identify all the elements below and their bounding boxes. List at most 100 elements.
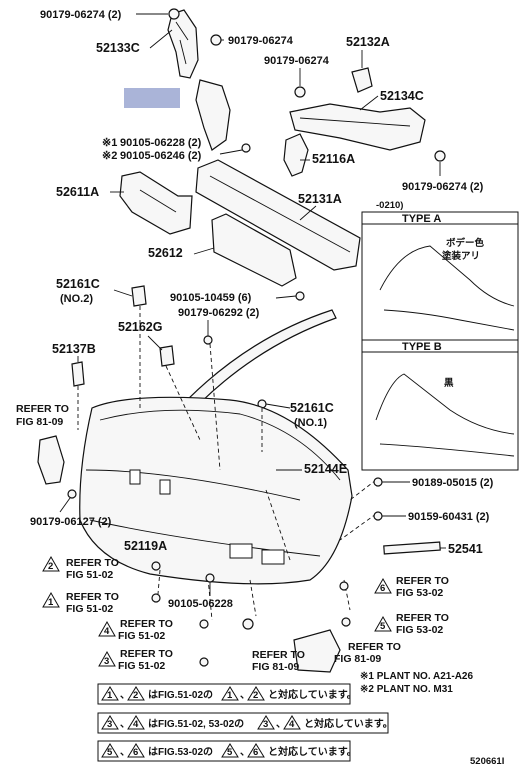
label-90179-06292-2: 90179-06292 (2) [178, 307, 260, 319]
footnote-row-1: 1 、 2 はFIG.51-02の 1 、 2 と対応しています。 [101, 686, 357, 701]
guide-lines [77, 306, 377, 621]
bumper-cover-52119a [79, 396, 353, 585]
bolt-ref-fig81 [242, 618, 254, 630]
fn2-sym-1: 3 [107, 719, 112, 730]
label-refer-to-4: REFER TO [120, 618, 173, 630]
absorber-52611a [119, 171, 193, 235]
retainer-52137b [71, 361, 85, 387]
fn3-sym-1: 5 [107, 747, 113, 758]
clip-ref-6 [339, 581, 349, 591]
symbol-number-2: 2 [48, 561, 53, 572]
fn2-tail: と対応しています。 [304, 717, 393, 730]
label-fig51-02-c: FIG 51-02 [118, 630, 165, 642]
clip-ref-2 [151, 561, 161, 571]
bracket-lower [195, 79, 231, 151]
label-52133c: 52133C [96, 41, 140, 55]
label-fig51-02-a: FIG 51-02 [66, 569, 113, 581]
label-fig81-09-left: FIG 81-09 [16, 416, 63, 428]
label-refer-to-right: REFER TO [348, 641, 401, 653]
label-52161c-no2-sub: (NO.2) [60, 293, 93, 305]
label-90179-06274-b: 90179-06274 [264, 55, 330, 67]
symbol-triangle-1 [42, 591, 60, 608]
symbol-number-6: 6 [380, 583, 385, 594]
label-fig81-09-mid: FIG 81-09 [252, 661, 299, 673]
label-90179-06274-a: 90179-06274 [228, 35, 294, 47]
fn1-tail: と対応しています。 [268, 688, 357, 701]
screw-ref-1 [151, 593, 161, 603]
label-52612: 52612 [148, 246, 183, 260]
inset-panel [361, 211, 519, 471]
label-fig51-02-b: FIG 51-02 [66, 603, 113, 615]
label-90189-05015-2: 90189-05015 (2) [412, 477, 494, 489]
highlight-box [124, 88, 180, 108]
label-52134c: 52134C [380, 89, 424, 103]
fn2-sym-2: 4 [133, 719, 139, 730]
ref-block-3-left: 3 REFER TO FIG 51-02 [98, 648, 173, 672]
symbol-triangle-2 [42, 555, 60, 572]
fn1-sym-4: 2 [253, 690, 258, 701]
inset-code: -0210) [376, 200, 403, 211]
reflector-52541 [383, 541, 441, 555]
label-52161c-no2: 52161C [56, 277, 100, 291]
label-52161c-no1: 52161C [290, 401, 334, 415]
plant-note-1: ※1 PLANT NO. A21-A26 [360, 671, 473, 682]
label-fig81-09-right: FIG 81-09 [334, 653, 381, 665]
label-52116a: 52116A [312, 152, 355, 166]
footnote-row-2: 3 、 4 はFIG.51-02, 53-02の 3 、 4 と対応しています。 [101, 715, 393, 730]
label-52119a: 52119A [124, 539, 167, 553]
inset-type-a: TYPE A [402, 213, 441, 225]
fn1-sym-2: 2 [133, 690, 138, 701]
symbol-triangle-3 [98, 650, 116, 667]
label-fig53-02-a: FIG 53-02 [396, 587, 443, 599]
fn1-sep-2: 、 [240, 690, 250, 701]
label-refer-to-fig81: REFER TO [252, 649, 305, 661]
label-fig53-02-b: FIG 53-02 [396, 624, 443, 636]
label-52161c-no1-sub: (NO.1) [294, 417, 327, 429]
label-52162g: 52162G [118, 320, 162, 334]
label-52144e: 52144E [304, 462, 347, 476]
fn1-sym-3: 1 [227, 690, 233, 701]
label-52611a: 52611A [56, 185, 99, 199]
label-52137b: 52137B [52, 342, 96, 356]
marker-2: ※2 [102, 150, 117, 162]
ref-block-4-left: 4 REFER TO FIG 51-02 [98, 618, 173, 642]
footnote-box-1 [97, 683, 351, 705]
symbol-triangle-6 [374, 577, 392, 594]
clip-90179-06274-a [210, 34, 222, 46]
clip-90189-05015 [373, 477, 383, 487]
symbol-number-1: 1 [48, 597, 54, 608]
inset-type-b: TYPE B [402, 341, 442, 353]
label-90179-06127-2: 90179-06127 (2) [30, 516, 112, 528]
bracket-52133c [167, 8, 199, 79]
bolt-90159-60431 [373, 511, 383, 521]
label-90105-06246-2: 90105-06246 (2) [120, 150, 202, 162]
fn3-sym-2: 6 [133, 747, 138, 758]
symbol-triangle-5 [374, 615, 392, 632]
footnote-box-2 [97, 712, 389, 734]
symbol-triangle-4 [98, 620, 116, 637]
label-refer-to-left: REFER TO [16, 403, 69, 415]
symbol-number-4: 4 [104, 626, 110, 637]
label-90179-06274-2-top: 90179-06274 (2) [40, 9, 122, 21]
label-52132a: 52132A [346, 35, 390, 49]
ref-block-1-left: 1 REFER TO FIG 51-02 [42, 591, 119, 615]
label-90159-60431-2: 90159-60431 (2) [408, 511, 490, 523]
label-52541: 52541 [448, 542, 483, 556]
label-refer-to-3: REFER TO [120, 648, 173, 660]
bolt-90105-10459 [295, 291, 305, 301]
spoiler-right [293, 629, 341, 673]
inset-note-a-1: ボデー色 [446, 237, 485, 249]
screw-ref-3 [199, 657, 209, 667]
label-refer-to-2: REFER TO [66, 557, 119, 569]
ref-block-2-left: 2 REFER TO FIG 51-02 [42, 555, 119, 581]
label-90105-10459-6: 90105-10459 (6) [170, 292, 252, 304]
fn3-text: はFIG.53-02の [148, 746, 213, 758]
fn3-sym-3: 5 [227, 747, 233, 758]
label-refer-to-5: REFER TO [396, 612, 449, 624]
label-refer-to-6: REFER TO [396, 575, 449, 587]
footnote-box-3 [97, 740, 351, 762]
symbol-number-5: 5 [380, 621, 386, 632]
fn2-sym-3: 3 [263, 719, 268, 730]
footnote-row-3: 5 、 6 はFIG.53-02の 5 、 6 と対応しています。 [101, 743, 357, 758]
